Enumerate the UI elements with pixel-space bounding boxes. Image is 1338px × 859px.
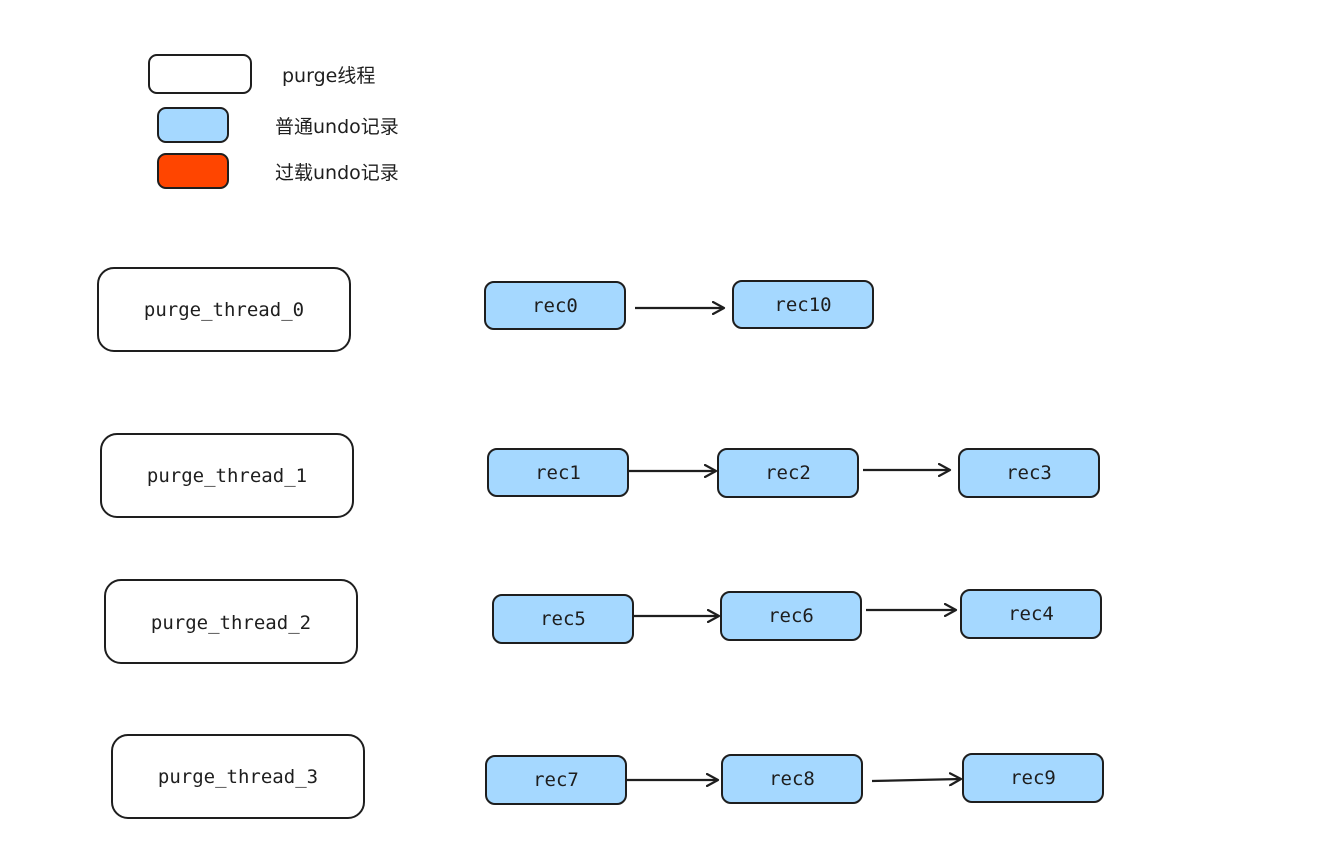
thread-label: purge_thread_2: [151, 612, 311, 634]
record-rect: [962, 753, 1104, 803]
thread-rect: [111, 734, 365, 819]
legend-item-thread: purge线程: [148, 54, 375, 94]
legend-label-normal: 普通undo记录: [275, 116, 399, 138]
record-rect: [485, 755, 627, 805]
legend-swatch-thread: [148, 54, 252, 94]
record-box-rec2: rec2: [717, 448, 859, 498]
thread-rect: [100, 433, 354, 518]
record-box-rec7: rec7: [485, 755, 627, 805]
thread-box-0: purge_thread_0: [97, 267, 351, 352]
record-box-rec3: rec3: [958, 448, 1100, 498]
thread-row-0: purge_thread_0 rec0 rec10: [97, 267, 874, 352]
record-label: rec9: [1010, 767, 1056, 789]
record-label: rec8: [769, 768, 815, 790]
record-box-rec4: rec4: [960, 589, 1102, 639]
thread-box-3: purge_thread_3: [111, 734, 365, 819]
record-label: rec1: [535, 462, 581, 484]
record-box-rec1: rec1: [487, 448, 629, 497]
legend-item-overload: 过载undo记录: [157, 153, 399, 189]
legend-swatch-normal: [157, 107, 229, 143]
legend: purge线程 普通undo记录 过载undo记录: [148, 54, 399, 189]
thread-row-3: purge_thread_3 rec7 rec8 rec9: [111, 734, 1104, 819]
record-box-rec10: rec10: [732, 280, 874, 329]
record-rect: [732, 280, 874, 329]
thread-label: purge_thread_0: [144, 299, 304, 321]
chain-arrow: [871, 779, 961, 781]
thread-label: purge_thread_1: [147, 465, 307, 487]
record-rect: [960, 589, 1102, 639]
record-label: rec10: [774, 294, 831, 316]
record-rect: [721, 754, 863, 804]
record-rect: [958, 448, 1100, 498]
record-box-rec0: rec0: [484, 281, 626, 330]
record-rect: [492, 594, 634, 644]
record-label: rec4: [1008, 603, 1054, 625]
legend-label-thread: purge线程: [282, 65, 375, 87]
record-box-rec9: rec9: [962, 753, 1104, 803]
legend-item-normal: 普通undo记录: [157, 107, 399, 143]
record-label: rec5: [540, 608, 586, 630]
record-label: rec3: [1006, 462, 1052, 484]
thread-label: purge_thread_3: [158, 766, 318, 788]
thread-rect: [97, 267, 351, 352]
record-box-rec5: rec5: [492, 594, 634, 644]
thread-rect: [104, 579, 358, 664]
record-box-rec8: rec8: [721, 754, 863, 804]
thread-row-1: purge_thread_1 rec1 rec2 rec3: [100, 433, 1100, 518]
record-label: rec6: [768, 605, 814, 627]
record-rect: [484, 281, 626, 330]
record-label: rec2: [765, 462, 811, 484]
record-box-rec6: rec6: [720, 591, 862, 641]
record-label: rec0: [532, 295, 578, 317]
record-rect: [717, 448, 859, 498]
thread-row-2: purge_thread_2 rec5 rec6 rec4: [104, 579, 1102, 664]
thread-box-1: purge_thread_1: [100, 433, 354, 518]
legend-swatch-overload: [157, 153, 229, 189]
record-rect: [720, 591, 862, 641]
record-label: rec7: [533, 769, 579, 791]
thread-box-2: purge_thread_2: [104, 579, 358, 664]
legend-label-overload: 过载undo记录: [275, 162, 399, 184]
record-rect: [487, 448, 629, 497]
